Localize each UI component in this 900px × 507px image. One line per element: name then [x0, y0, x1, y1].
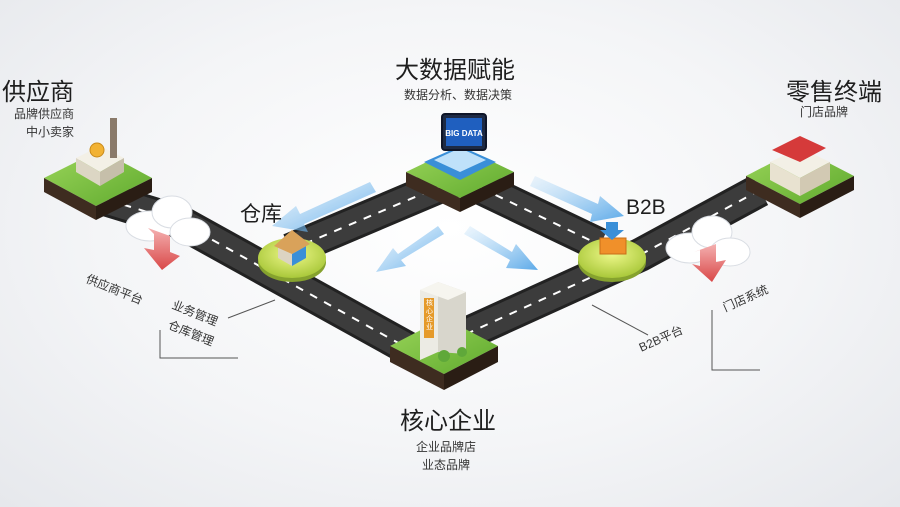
supplier-line-2: 中小卖家	[26, 125, 75, 139]
core-line-2: 业态品牌	[421, 458, 471, 472]
core-title: 核心企业	[400, 408, 496, 435]
bigdata-title: 大数据赋能	[395, 57, 515, 84]
bigdata-tile: BIG DATA	[406, 113, 514, 212]
system-connector-lines	[159, 299, 760, 371]
core-building-text: 核心企业	[426, 300, 433, 331]
warehouse-label: 仓库	[240, 203, 282, 226]
retail-tile	[746, 136, 854, 218]
core-tile	[390, 282, 498, 390]
b2b-hub	[578, 222, 646, 282]
b2b-label: B2B	[626, 196, 666, 219]
warehouse-hub	[258, 230, 326, 282]
retail-subtitle: 门店品牌	[800, 105, 849, 119]
store-system-arrow	[692, 244, 726, 282]
data-flow-arrows	[272, 176, 624, 272]
supplier-tile	[44, 118, 152, 220]
core-line-1: 企业品牌店	[415, 440, 477, 454]
cloud-left	[125, 195, 211, 247]
retail-title: 零售终端	[786, 79, 882, 106]
supplier-line-1: 品牌供应商	[14, 107, 75, 121]
supplier-platform-arrow	[144, 228, 180, 270]
bigdata-subtitle: 数据分析、数据决策	[403, 88, 513, 102]
big-data-screen-text: BIG DATA	[445, 129, 483, 138]
supplier-title: 供应商	[2, 79, 74, 106]
